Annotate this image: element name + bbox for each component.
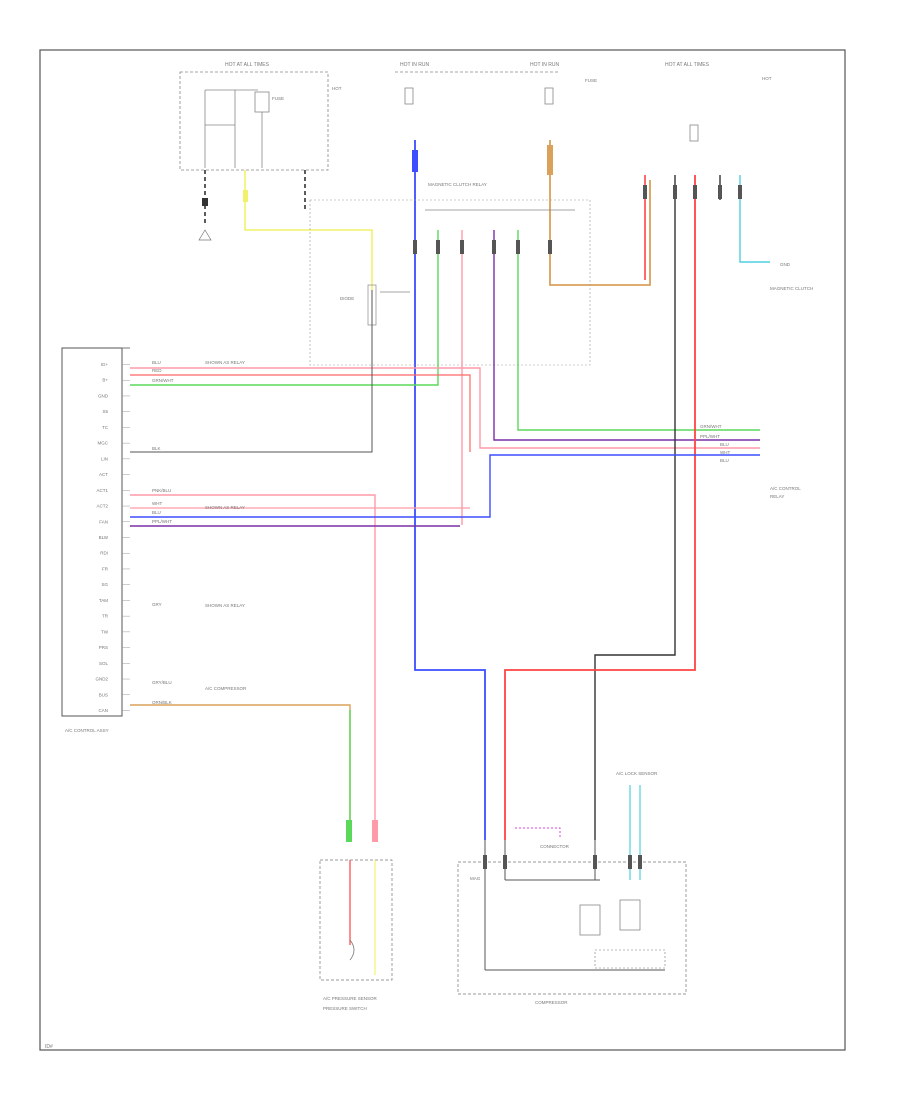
ecu-pin-label: FR bbox=[102, 566, 109, 571]
svg-text:SHOWN AS RELAY: SHOWN AS RELAY bbox=[205, 603, 245, 608]
ecu-pin-label: ACT1 bbox=[96, 488, 108, 493]
svg-text:WHT: WHT bbox=[152, 501, 162, 506]
fuse-label: FUSE bbox=[272, 96, 284, 101]
ecu-pin-label: IG+ bbox=[101, 362, 109, 367]
magnetic-clutch-relay: MAGNETIC CLUTCH RELAY DIODE bbox=[309, 182, 591, 366]
svg-text:PPL/WHT: PPL/WHT bbox=[700, 434, 720, 439]
ecu-pin-label: FAN bbox=[99, 519, 108, 524]
ecu-label: A/C CONTROL ASSY bbox=[65, 728, 109, 733]
wire-black-right bbox=[594, 175, 676, 840]
fuse-mid-b: HOT IN RUN FUSE bbox=[530, 62, 597, 105]
compressor-label: COMPRESSOR bbox=[535, 1000, 568, 1005]
ecu-pin-label: PRS bbox=[99, 645, 108, 650]
svg-text:MAG: MAG bbox=[470, 876, 481, 881]
svg-text:BLU: BLU bbox=[720, 458, 729, 463]
ecu-pin-label: MGC bbox=[98, 441, 109, 446]
wire-pink-top bbox=[130, 367, 760, 449]
pressure-sensor-label: A/C PRESSURE SENSOR bbox=[323, 996, 378, 1001]
svg-text:HOT IN RUN: HOT IN RUN bbox=[530, 62, 559, 68]
ecu-pin-label: GND bbox=[98, 393, 109, 398]
ecu-pin-label: SG bbox=[101, 582, 108, 587]
wire-orange bbox=[549, 140, 651, 286]
svg-text:GRN/WHT: GRN/WHT bbox=[700, 424, 722, 429]
svg-text:FUSE: FUSE bbox=[585, 78, 597, 83]
wire-orange-lower bbox=[130, 704, 351, 835]
wire-cyan-top bbox=[739, 175, 770, 263]
wire-purple-right bbox=[493, 230, 760, 441]
ecu-pin-label: BLW bbox=[99, 535, 109, 540]
svg-text:A/C COMPRESSOR: A/C COMPRESSOR bbox=[205, 686, 247, 691]
wire-red-right bbox=[504, 175, 696, 840]
ecu-pin-label: TW bbox=[101, 629, 109, 634]
pressure-sensor-sub: PRESSURE SWITCH bbox=[323, 1006, 367, 1011]
ecu-pin-label: S5 bbox=[102, 409, 108, 414]
ac-pressure-sensor: A/C PRESSURE SENSOR PRESSURE SWITCH bbox=[319, 820, 393, 1011]
wire-pink-lower bbox=[130, 494, 376, 835]
diode-label: DIODE bbox=[340, 296, 354, 301]
right-component-label: A/C CONTROL bbox=[770, 486, 801, 491]
lock-sensor-label: A/C LOCK SENSOR bbox=[616, 771, 658, 776]
svg-text:GRY: GRY bbox=[152, 602, 162, 607]
ecu-pin-label: BUS bbox=[99, 692, 108, 697]
fuse-box-left-note: HOT bbox=[332, 86, 342, 91]
svg-text:HOT: HOT bbox=[762, 76, 772, 81]
svg-text:RED: RED bbox=[152, 368, 162, 373]
wire-green-right bbox=[517, 230, 760, 431]
ecu-pin-label: GND2 bbox=[95, 677, 108, 682]
svg-text:WHT: WHT bbox=[720, 450, 730, 455]
ecu-pin-label: SOL bbox=[99, 661, 109, 666]
fuse-box-left-label: HOT AT ALL TIMES bbox=[225, 62, 270, 68]
fuse-right: HOT AT ALL TIMES HOT bbox=[665, 62, 772, 142]
svg-text:SHOWN AS RELAY: SHOWN AS RELAY bbox=[205, 505, 245, 510]
ecu-pin-label: ACT bbox=[99, 472, 108, 477]
svg-text:PNK/BLU: PNK/BLU bbox=[152, 488, 171, 493]
ecu-pin-label: CAN bbox=[98, 708, 108, 713]
svg-text:BLU: BLU bbox=[152, 360, 161, 365]
svg-text:BLU: BLU bbox=[720, 442, 729, 447]
svg-text:GRN/WHT: GRN/WHT bbox=[152, 378, 174, 383]
ecu-pin-label: TC bbox=[102, 425, 109, 430]
ecu-pin-label: B+ bbox=[102, 378, 108, 383]
connector-marks bbox=[413, 185, 742, 869]
right-component-sub: RELAY bbox=[770, 494, 784, 499]
ecu-pin-label: LIN bbox=[101, 456, 108, 461]
relay-label: MAGNETIC CLUTCH RELAY bbox=[428, 182, 487, 187]
svg-text:BLU: BLU bbox=[152, 510, 161, 515]
svg-text:GND: GND bbox=[780, 262, 791, 267]
svg-text:ORN/BLK: ORN/BLK bbox=[152, 700, 172, 705]
svg-text:PPL/WHT: PPL/WHT bbox=[152, 519, 172, 524]
wire-blue-main bbox=[414, 140, 486, 840]
ecu-pin-label: TR bbox=[102, 614, 109, 619]
wire-blue-lower bbox=[130, 454, 760, 518]
ecu-pin-label: TAM bbox=[99, 598, 108, 603]
svg-text:GRY/BLU: GRY/BLU bbox=[152, 680, 172, 685]
svg-text:SHOWN AS RELAY: SHOWN AS RELAY bbox=[205, 360, 245, 365]
connector-label: CONNECTOR bbox=[540, 844, 570, 849]
svg-text:BLK: BLK bbox=[152, 446, 161, 451]
fuse-mid-a: HOT IN RUN bbox=[395, 62, 560, 105]
wire-green-left bbox=[130, 230, 439, 386]
compressor: A/C LOCK SENSOR CONNECTOR MAG COMPRESSOR bbox=[457, 771, 687, 1005]
ecu-pin-label: ACT2 bbox=[96, 504, 108, 509]
footer-code: ID# bbox=[45, 1044, 53, 1050]
wire-yellow bbox=[244, 170, 373, 290]
diagram-frame bbox=[39, 49, 846, 1051]
svg-text:HOT IN RUN: HOT IN RUN bbox=[400, 62, 429, 68]
fuse-box-left: HOT AT ALL TIMES FUSE HOT bbox=[179, 62, 342, 171]
svg-text:HOT AT ALL TIMES: HOT AT ALL TIMES bbox=[665, 62, 710, 68]
ecu-pin-label: RDI bbox=[100, 551, 108, 556]
right-side-comp: MAGNETIC CLUTCH bbox=[770, 286, 813, 291]
